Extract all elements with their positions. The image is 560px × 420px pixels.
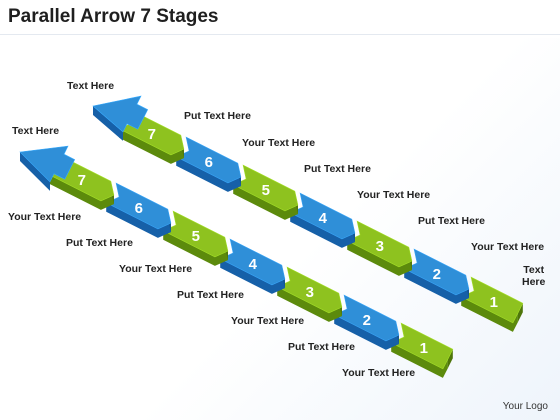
upper-stage-5-label: Put Text Here	[304, 163, 371, 175]
upper-head-label: Text Here	[67, 80, 115, 92]
stage-4-side	[220, 258, 285, 294]
arrow-head	[92, 95, 149, 141]
stage-number: 6	[205, 154, 213, 171]
stage-5-face	[162, 210, 229, 258]
stage-6-face	[105, 182, 172, 230]
lower-stage-5-label: Your Text Here	[119, 263, 193, 275]
upper-stage-2-label: Your Text Here	[471, 241, 545, 253]
stage-1-side	[391, 342, 448, 378]
stage-number: 4	[249, 256, 258, 273]
stage-5-segment: 5	[162, 210, 229, 266]
stage-number: 2	[363, 312, 371, 329]
stage-3-face	[276, 266, 343, 314]
stage-7-side	[119, 128, 184, 164]
stage-2-face	[403, 248, 470, 296]
stage-1-side	[461, 296, 518, 332]
stage-6-side	[176, 156, 241, 192]
stage-3-face	[346, 220, 413, 268]
upper-stage-4-label: Your Text Here	[357, 189, 431, 201]
slide-title: Parallel Arrow 7 Stages	[8, 6, 219, 27]
stage-2-segment: 2	[403, 248, 470, 304]
arrow-head-side	[93, 106, 123, 141]
slide-background	[0, 38, 560, 420]
stage-5-segment: 5	[232, 164, 299, 220]
stage-2-face	[333, 294, 400, 342]
stage-number: 5	[262, 182, 270, 199]
arrow-head-face	[92, 95, 149, 133]
lower-head-label: Text Here	[12, 125, 60, 137]
stage-1-segment: 1	[390, 322, 454, 378]
stage-number: 5	[192, 228, 200, 245]
stage-1-end	[447, 349, 453, 369]
arrow-upper: 1 2 3 4 5 6 7	[92, 95, 524, 332]
stage-6-side	[106, 202, 171, 238]
stage-4-segment: 4	[219, 238, 286, 294]
stage-number: 1	[490, 294, 498, 311]
upper-stage-7-label: Put Text Here	[184, 110, 251, 122]
stage-4-face	[219, 238, 286, 286]
stage-7-side	[49, 174, 114, 210]
stage-5-side	[163, 230, 228, 266]
stage-1-face	[390, 322, 454, 370]
lower-stage-3-label: Your Text Here	[231, 315, 305, 327]
stage-number: 1	[420, 340, 428, 357]
lower-stage-1-label: Your Text Here	[342, 367, 416, 379]
upper-stage-6-label: Your Text Here	[242, 137, 316, 149]
stage-3-side	[347, 240, 412, 276]
stage-4-face	[289, 192, 356, 240]
stage-3-segment: 3	[346, 220, 413, 276]
stage-5-face	[232, 164, 299, 212]
stage-number: 7	[78, 172, 86, 189]
stage-1-segment: 1	[460, 276, 524, 332]
stage-number: 6	[135, 200, 143, 217]
logo-text: Your Logo	[502, 401, 548, 412]
lower-stage-2-label: Put Text Here	[288, 341, 355, 353]
stage-2-segment: 2	[333, 294, 400, 350]
arrow-lower: 1 2 3 4 5 6 7	[19, 145, 454, 378]
stage-1-face	[460, 276, 524, 324]
lower-stage-7-label: Your Text Here	[8, 211, 82, 223]
stage-3-side	[277, 286, 342, 322]
title-divider	[0, 34, 560, 35]
lower-stage-6-label: Put Text Here	[66, 237, 133, 249]
stage-2-side	[404, 268, 469, 304]
stage-1-end	[517, 303, 523, 323]
stage-number: 4	[319, 210, 328, 227]
arrow-head	[19, 145, 76, 191]
stage-2-side	[334, 314, 399, 350]
stage-4-side	[290, 212, 355, 248]
stage-5-side	[233, 184, 298, 220]
arrow-head-face	[19, 145, 76, 183]
lower-stage-4-label: Put Text Here	[177, 289, 244, 301]
stage-6-segment: 6	[175, 136, 242, 192]
stage-number: 3	[306, 284, 314, 301]
stage-3-segment: 3	[276, 266, 343, 322]
stage-6-segment: 6	[105, 182, 172, 238]
stage-4-segment: 4	[289, 192, 356, 248]
stage-number: 3	[376, 238, 384, 255]
stage-number: 7	[148, 126, 156, 143]
stage-6-face	[175, 136, 242, 184]
upper-stage-3-label: Put Text Here	[418, 215, 485, 227]
arrow-head-side	[20, 152, 50, 191]
stage-number: 2	[433, 266, 441, 283]
